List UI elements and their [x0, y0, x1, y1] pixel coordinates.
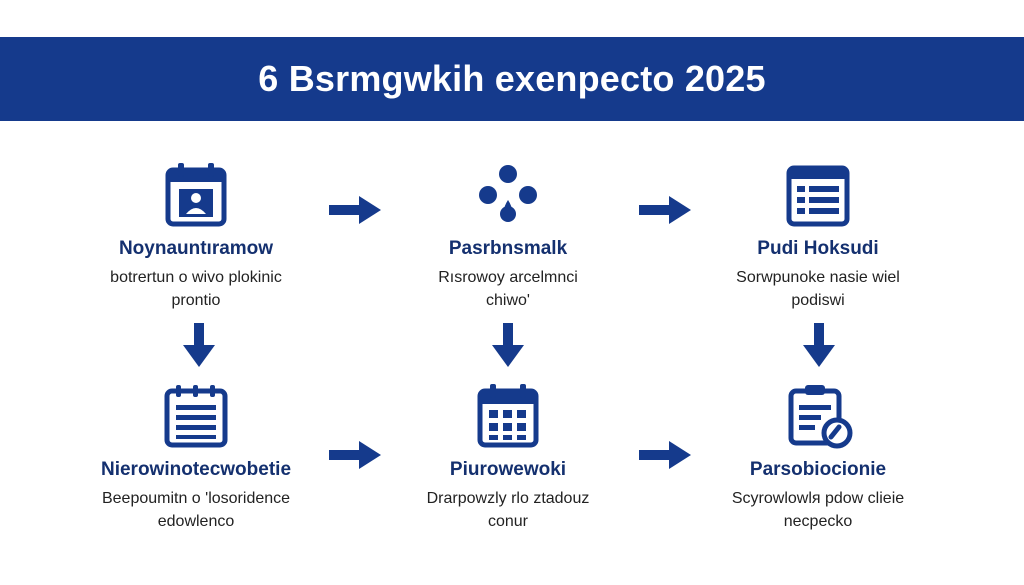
- page-title: 6 Bsrmgwkih exenpecto 2025: [258, 58, 766, 99]
- arrow-right-icon: [329, 441, 381, 469]
- arrow-right-icon: [639, 441, 691, 469]
- step-2: Pasrbnsmalk Rısrowoy arcelmnci chiwo': [358, 160, 658, 312]
- step-5-title: Piurowewoki: [449, 459, 567, 480]
- step-3-title: Pudi Hoksudi: [757, 238, 879, 259]
- calendar-person-icon: [159, 160, 233, 230]
- step-1: Noynauntıramow botrertun o wivo plokinic…: [46, 160, 346, 312]
- arrow-down-icon: [803, 323, 835, 367]
- step-3: Pudi Hoksudi Sorwpunoke nasie wiel podis…: [668, 160, 968, 312]
- step-5: Piurowewoki Drarpowzly rlo ztadouz conur: [358, 381, 658, 533]
- arrow-down-icon: [183, 323, 215, 367]
- notepad-icon: [159, 381, 233, 451]
- arrow-right-icon: [639, 196, 691, 224]
- step-4: Nierowinotecwobetie Beepoumitn o 'losori…: [46, 381, 346, 533]
- step-4-title: Nierowinotecwobetie: [100, 459, 292, 480]
- step-2-description: Rısrowoy arcelmnci chiwo': [438, 269, 578, 309]
- step-2-title: Pasrbnsmalk: [448, 238, 568, 259]
- step-4-description: Beepoumitn o 'losoridence edowlenco: [101, 490, 291, 530]
- step-6-title: Parsobiocionie: [749, 459, 887, 480]
- step-1-title: Noynauntıramow: [118, 238, 274, 259]
- calendar-grid-icon: [471, 381, 545, 451]
- step-6-description: Scyrowlowlя pdow clieie necpecko: [731, 490, 905, 530]
- clipboard-check-icon: [781, 381, 855, 451]
- document-list-icon: [781, 160, 855, 230]
- step-3-description: Sorwpunoke nasie wiel podiswi: [736, 269, 900, 309]
- dots-cluster-icon: [471, 160, 545, 230]
- step-5-description: Drarpowzly rlo ztadouz conur: [426, 490, 590, 530]
- header-banner: 6 Bsrmgwkih exenpecto 2025: [0, 37, 1024, 121]
- step-6: Parsobiocionie Scyrowlowlя pdow clieie n…: [668, 381, 968, 533]
- step-1-description: botrertun o wivo plokinic prontio: [110, 269, 282, 309]
- arrow-down-icon: [492, 323, 524, 367]
- arrow-right-icon: [329, 196, 381, 224]
